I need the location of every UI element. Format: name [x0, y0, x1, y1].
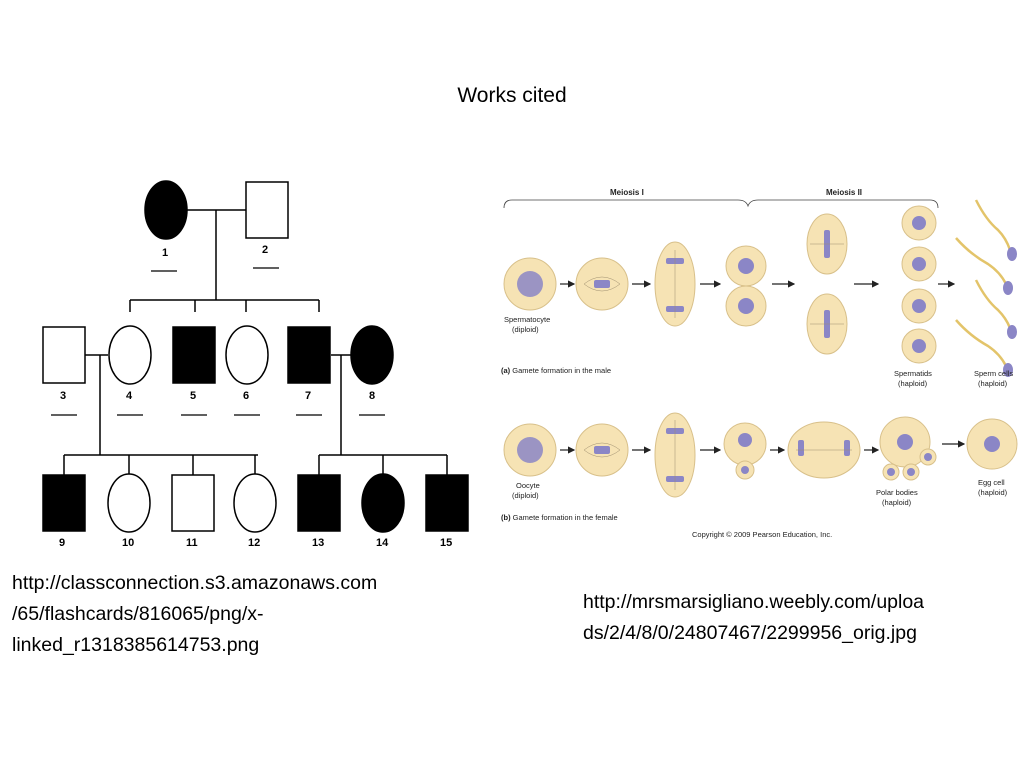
- meiosis2-label: Meiosis II: [826, 188, 862, 197]
- meiosis-figure: Meiosis I Meiosis II: [501, 188, 1018, 539]
- slide-title: Works cited: [457, 84, 567, 107]
- pedigree-male-7: [287, 326, 331, 384]
- pedigree-male-11: [171, 474, 215, 532]
- pedigree-label-4: 4: [126, 390, 133, 402]
- pedigree-female-10: [107, 473, 151, 533]
- pedigree-male-9: [42, 474, 86, 532]
- pedigree-label-9: 9: [59, 537, 65, 549]
- egg-cell-ploidy: (haploid): [978, 488, 1008, 497]
- egg-cell-label: Egg cell: [978, 478, 1005, 487]
- pedigree-label-8: 8: [369, 390, 375, 402]
- citation-left: http://classconnection.s3.amazonaws.com …: [12, 572, 378, 656]
- pedigree-male-5: [172, 326, 216, 384]
- polar-bodies-label: Polar bodies: [876, 488, 918, 497]
- copyright-text: Copyright © 2009 Pearson Education, Inc.: [692, 530, 832, 539]
- oocyte-ploidy: (diploid): [512, 491, 539, 500]
- pedigree-female-1: [144, 180, 188, 240]
- pedigree-female-8: [350, 325, 394, 385]
- pedigree-label-3: 3: [60, 390, 66, 402]
- sperm-cells-ploidy: (haploid): [978, 379, 1008, 388]
- pedigree-label-15: 15: [440, 537, 452, 549]
- pedigree-label-14: 14: [376, 537, 389, 549]
- pedigree-label-12: 12: [248, 537, 260, 549]
- pedigree-label-13: 13: [312, 537, 324, 549]
- spermatocyte-label: Spermatocyte: [504, 315, 550, 324]
- pedigree-chart: 1 2 3 4 5 6 7 8 9 10 11 12 13 14 15: [42, 180, 469, 549]
- spermatocyte-ploidy: (diploid): [512, 325, 539, 334]
- female-caption: (b) Gamete formation in the female: [501, 513, 618, 522]
- pedigree-female-6: [225, 325, 269, 385]
- polar-bodies-ploidy: (haploid): [882, 498, 912, 507]
- pedigree-label-6: 6: [243, 390, 249, 402]
- meiosis1-label: Meiosis I: [610, 188, 644, 197]
- spermatids-ploidy: (haploid): [898, 379, 928, 388]
- pedigree-male-15: [425, 474, 469, 532]
- oocyte-label: Oocyte: [516, 481, 540, 490]
- pedigree-label-1: 1: [162, 247, 168, 259]
- pedigree-male-3: [42, 326, 86, 384]
- citation-right: http://mrsmarsigliano.weebly.com/uploa d…: [583, 591, 925, 644]
- sperm-cells-label: Sperm cells: [974, 369, 1013, 378]
- pedigree-label-2: 2: [262, 244, 268, 256]
- pedigree-female-12: [233, 473, 277, 533]
- pedigree-female-4: [108, 325, 152, 385]
- pedigree-female-14: [361, 473, 405, 533]
- male-caption: (a) Gamete formation in the male: [501, 366, 611, 375]
- pedigree-male-13: [297, 474, 341, 532]
- pedigree-label-11: 11: [186, 537, 198, 549]
- pedigree-label-10: 10: [122, 537, 134, 549]
- spermatids-label: Spermatids: [894, 369, 932, 378]
- pedigree-male-2: [245, 181, 289, 239]
- pedigree-label-5: 5: [190, 390, 196, 402]
- pedigree-label-7: 7: [305, 390, 311, 402]
